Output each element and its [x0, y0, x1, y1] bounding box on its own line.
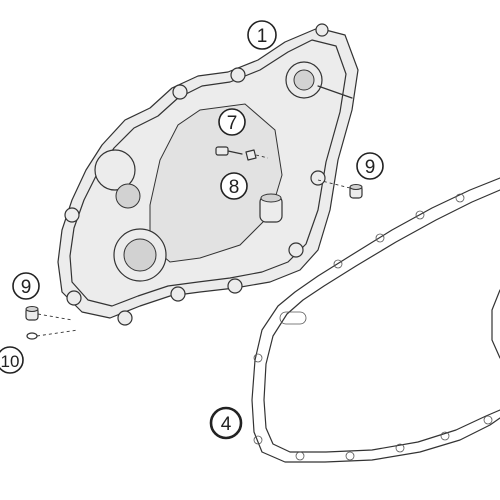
screw-part-7 [215, 146, 269, 161]
callout-1: 1 [247, 20, 277, 50]
dowel-part-9-right [317, 179, 363, 199]
callout-9-right: 9 [356, 152, 384, 180]
clutch-cover-housing [57, 23, 359, 326]
dowel-part-9-left [25, 306, 73, 321]
callout-4: 4 [209, 406, 243, 440]
callout-10: 10 [0, 346, 24, 374]
clutch-cover-gasket [251, 177, 500, 463]
callout-4-label: 4 [221, 414, 232, 435]
callout-9-left-label: 9 [21, 277, 32, 298]
o-ring-part-10 [26, 329, 79, 340]
callout-8: 8 [220, 172, 248, 200]
callout-9-left: 9 [12, 272, 40, 300]
callout-1-label: 1 [257, 26, 268, 47]
callout-8-label: 8 [229, 177, 240, 198]
callout-7: 7 [218, 108, 246, 136]
callout-7-label: 7 [227, 113, 238, 134]
callout-10-label: 10 [1, 352, 20, 371]
callout-9-right-label: 9 [365, 157, 376, 178]
